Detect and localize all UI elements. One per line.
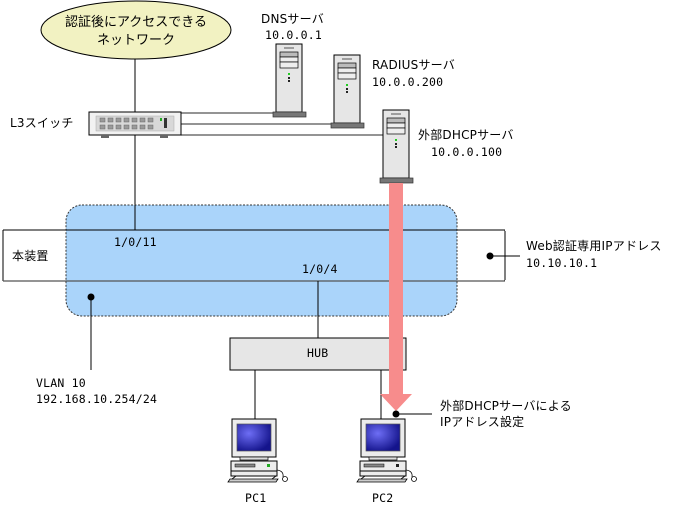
l3-switch-icon (88, 111, 182, 138)
network-cloud (40, 0, 232, 60)
dns-server-icon (272, 43, 307, 118)
vlan-name: VLAN 10 (36, 376, 86, 390)
hub-label: HUB (307, 346, 329, 360)
radius-server-icon (330, 54, 365, 129)
pc2-label: PC2 (372, 491, 394, 505)
l3-switch-label: L3スイッチ (10, 116, 74, 130)
pc1-label: PC1 (245, 491, 267, 505)
dns-server-ip: 10.0.0.1 (265, 28, 322, 42)
network-cloud-label: 認証後にアクセスできる ネットワーク (38, 14, 234, 50)
pc2-icon (356, 418, 417, 483)
dhcp-server-name: 外部DHCPサーバ (418, 128, 514, 142)
web-auth-ip-value: 10.10.10.1 (526, 256, 598, 270)
radius-server-ip: 10.0.0.200 (372, 75, 444, 89)
hub-box (229, 337, 407, 371)
pc1-icon (227, 418, 288, 483)
network-cloud-line1: 認証後にアクセスできる (64, 15, 208, 30)
dhcp-server-icon (379, 109, 414, 184)
network-cloud-line2: ネットワーク (96, 33, 175, 48)
device-label: 本装置 (12, 249, 49, 263)
dns-server-name: DNSサーバ (261, 12, 324, 26)
dhcp-assignment-line1: 外部DHCPサーバによる (440, 399, 572, 413)
port-uplink-label: 1/0/11 (114, 235, 157, 249)
vlan-region (65, 204, 458, 317)
dhcp-server-ip: 10.0.0.100 (431, 145, 503, 159)
port-downlink-label: 1/0/4 (302, 262, 338, 276)
vlan-ip: 192.168.10.254/24 (36, 392, 158, 406)
dhcp-assignment-line2: IPアドレス設定 (440, 415, 525, 429)
web-auth-ip-label: Web認証専用IPアドレス (526, 239, 662, 253)
radius-server-name: RADIUSサーバ (372, 58, 455, 72)
dhcp-flow-arrow (380, 183, 412, 411)
